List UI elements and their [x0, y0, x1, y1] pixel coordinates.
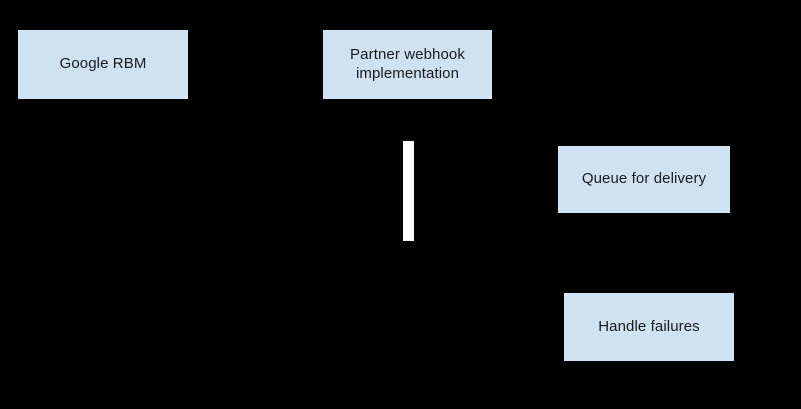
- diagram-node-handle-failures[interactable]: Handle failures: [564, 293, 734, 361]
- vertical-connector-bar: [403, 141, 414, 241]
- diagram-node-label: Queue for delivery: [581, 170, 707, 188]
- diagram-node-label: Partner webhook implementation: [350, 46, 465, 82]
- diagram-node-partner-webhook-implementation[interactable]: Partner webhook implementation: [323, 30, 492, 99]
- diagram-node-google-rbm[interactable]: Google RBM: [18, 30, 188, 99]
- diagram-node-label: Google RBM: [59, 55, 147, 73]
- diagram-node-queue-for-delivery[interactable]: Queue for delivery: [558, 146, 730, 213]
- diagram-node-label: Handle failures: [598, 317, 700, 335]
